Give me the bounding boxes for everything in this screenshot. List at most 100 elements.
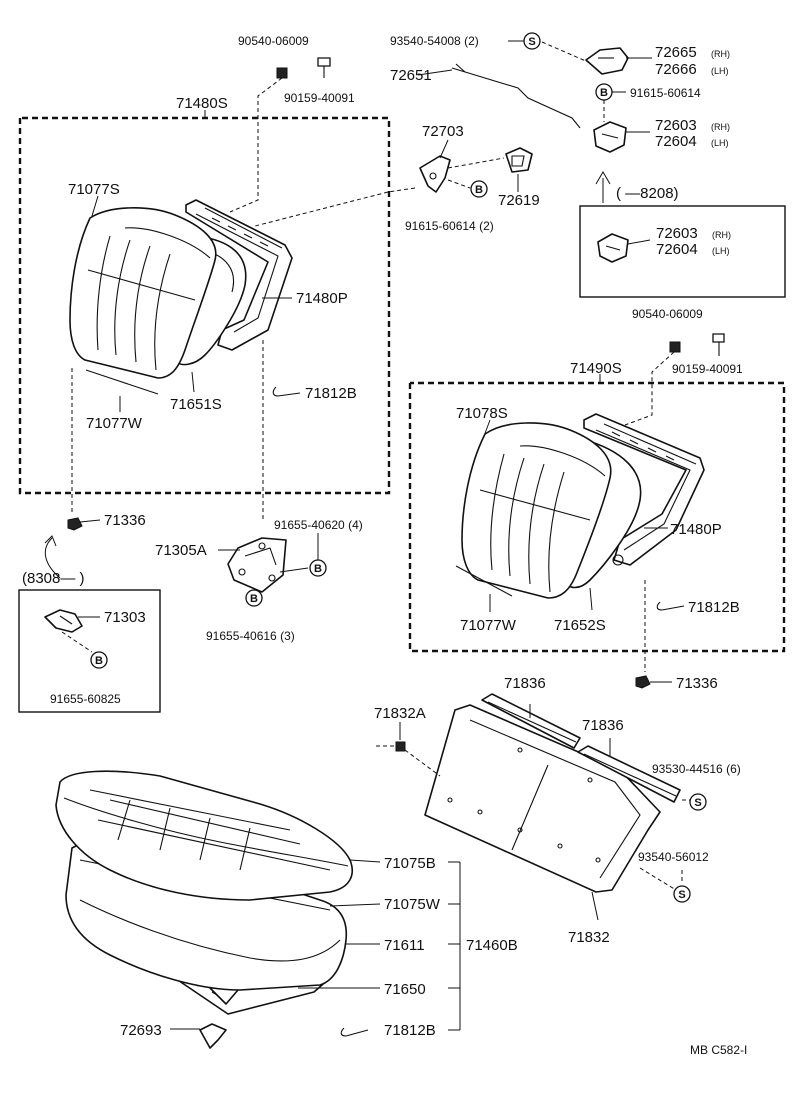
arrow-up [595,171,611,203]
svg-text:(RH): (RH) [711,122,730,132]
label-72666: 72666 [655,61,697,78]
label-71460B: 71460B [466,937,518,954]
label-71077W-mid: 71077W [460,617,517,634]
knob-72665-72666 [541,41,652,75]
label-72665: 72665 [655,44,697,61]
seatback-left-group [18,57,391,520]
arrow-left [44,537,61,579]
label-71651S: 71651S [170,396,222,413]
wire-71077W-left [85,369,159,395]
group-boundary-71490S [408,381,786,653]
seat-cushion-assembly [55,770,354,1015]
label-91655-40620: 91655-40620 (4) [274,518,363,532]
label-71836-b: 71836 [582,717,624,734]
label-91615-60614-top: 91615-60614 [630,86,701,100]
svg-text:B: B [95,655,103,667]
lock-72603-72604 [593,100,650,203]
label-90159-40091-mid: 90159-40091 [672,362,743,376]
symbol-b-91655-60825: B [90,651,108,669]
svg-text:(LH): (LH) [711,66,729,76]
svg-text:B: B [475,184,483,196]
clip-71812B-bot [340,1027,369,1037]
inset-box-72603 [579,205,786,298]
back-panel-71832 [424,704,661,921]
seatback-frame-71480P-right [583,413,705,566]
label-71650: 71650 [384,981,426,998]
label-90540-06009-top: 90540-06009 [238,34,309,48]
retainer-71836-b [577,738,681,803]
wire-71077W-right [455,565,513,597]
svg-text:S: S [528,36,535,48]
retainer-71836-a [481,693,581,749]
symbol-b-91615-60614-top: B [595,83,626,101]
label-71836-a: 71836 [504,675,546,692]
label-71832: 71832 [568,929,610,946]
label-93530-44516: 93530-44516 (6) [652,762,741,776]
bolt-90159-40091-top [317,57,331,78]
symbol-b-91615-60614-2: B [470,180,488,198]
label-71077W-top: 71077W [86,415,143,432]
label-90159-40091-top: 90159-40091 [284,91,355,105]
label-72604-box: 72604 [656,241,698,258]
symbol-s-93540-54008: S [508,32,541,50]
cover-72619 [505,147,533,192]
label-93540-56012: 93540-56012 [638,850,709,864]
label-72603-box: 72603 [656,225,698,242]
bracket-72703 [387,139,505,193]
nut-90540-06009-top [276,67,288,79]
label-71078S: 71078S [456,405,508,422]
label-72693: 72693 [120,1022,162,1039]
nut-71336-left [67,517,101,531]
label-71075W: 71075W [384,896,441,913]
clip-71812B-top [272,386,301,397]
svg-text:(LH): (LH) [711,138,729,148]
svg-text:B: B [314,563,322,575]
label-90540-06009-mid: 90540-06009 [632,307,703,321]
lock-rod-72651 [417,63,581,129]
label-71490S: 71490S [570,360,622,377]
group-boundary-71480S [18,116,391,495]
inset-box-71303 [18,535,161,713]
seatback-cover-71077S [69,207,217,379]
label-72651: 72651 [390,67,432,84]
symbol-b-91655-40616: B [245,589,263,607]
bolt-71832A [376,722,441,777]
nut-71336-mid [635,675,672,689]
label-71077S: 71077S [68,181,120,198]
symbol-b-91655-40620: B [309,559,327,577]
symbol-s-93530-44516: S [689,793,707,811]
label-range-8308: (8308— ) [22,570,85,587]
svg-text:(RH): (RH) [711,49,730,59]
bolt-90159-40091-mid [712,333,725,356]
hook-72693 [170,1023,227,1049]
seatback-cover-71078S [461,422,612,599]
seatback-frame-71480P-left [185,199,293,351]
label-71611: 71611 [384,937,425,954]
symbol-s-93540-56012: S [673,885,691,903]
label-91615-60614-2: 91615-60614 (2) [405,219,494,233]
label-71075B: 71075B [384,855,436,872]
label-72603: 72603 [655,117,697,134]
label-71812B-mid: 71812B [688,599,740,616]
label-93540-54008: 93540-54008 (2) [390,34,479,48]
label-91655-60825: 91655-60825 [50,692,121,706]
label-71480P-mid: 71480P [670,521,722,538]
label-71336-mid: 71336 [676,675,718,692]
seatback-right-group [408,333,786,672]
svg-text:S: S [694,797,701,809]
label-71303: 71303 [104,609,146,626]
svg-text:(LH): (LH) [712,246,730,256]
label-72703: 72703 [422,123,464,140]
svg-text:B: B [600,87,608,99]
label-71480P-top: 71480P [296,290,348,307]
label-71832A: 71832A [374,705,426,722]
label-71812B-top: 71812B [305,385,357,402]
label-71812B-bot: 71812B [384,1022,436,1039]
label-72619: 72619 [498,192,540,209]
label-71336-left: 71336 [104,512,146,529]
label-71652S: 71652S [554,617,606,634]
label-71480S: 71480S [176,95,228,112]
svg-text:(RH): (RH) [712,230,731,240]
